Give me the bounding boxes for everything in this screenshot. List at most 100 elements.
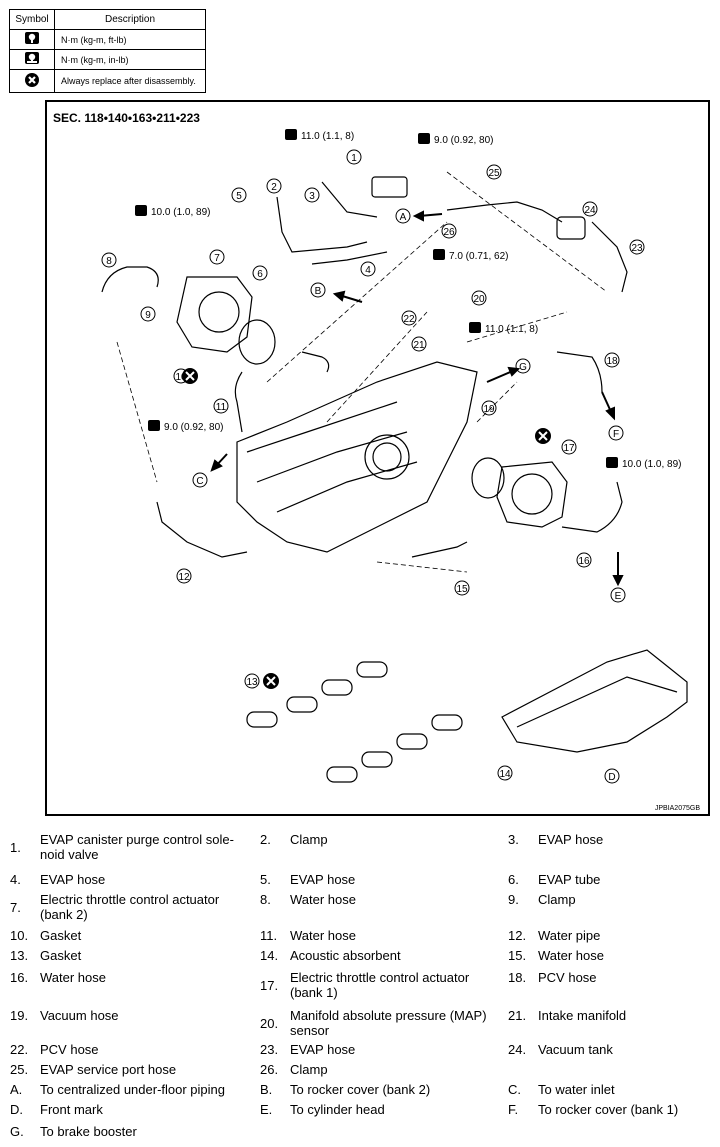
torque-callout-3: 10.0 (1.0, 89) [135, 205, 210, 218]
callout-8: 8 [106, 256, 112, 267]
torque-wrench-inlb-icon [25, 52, 39, 64]
legend-number: 18. [508, 970, 527, 985]
symbol-desc-ftlb: N·m (kg-m, ft-lb) [54, 29, 206, 50]
legend-item: 20.Manifold absolute pressure (MAP) sens… [250, 1008, 495, 1038]
legend-text: Water hose [290, 928, 356, 943]
legend-text: EVAP hose [290, 1042, 356, 1057]
legend-item: 19.Vacuum hose [0, 1008, 245, 1023]
legend-text: EVAP service port hose [40, 1062, 177, 1077]
legend-number: 24. [508, 1042, 527, 1057]
callout-3: 3 [309, 191, 315, 202]
legend-number: 21. [508, 1008, 527, 1023]
legend-text: To rocker cover (bank 1) [538, 1102, 679, 1117]
legend-number: 26. [260, 1062, 279, 1077]
torque-callout-4: 7.0 (0.71, 62) [433, 249, 508, 262]
callout-9: 9 [145, 310, 151, 321]
throttle-body-bank2 [176, 276, 253, 353]
legend-number: 12. [508, 928, 527, 943]
letter-F: F [613, 429, 619, 440]
gasket-set-13 [246, 661, 463, 783]
legend-text: Clamp [290, 1062, 328, 1077]
callout-12: 12 [178, 572, 190, 583]
legend-text: Gasket [40, 928, 82, 943]
legend-number: 9. [508, 892, 519, 907]
letter-C: C [196, 476, 203, 487]
callout-21: 21 [413, 340, 425, 351]
letter-G: G [519, 362, 527, 373]
section-title: SEC. 118•140•163•211•223 [53, 111, 200, 125]
legend-text: EVAP hose [40, 872, 106, 887]
torque-wrench-ftlb-icon [25, 32, 39, 44]
symbol-table: Symbol Description N·m (kg-m, ft-lb) N·m… [9, 9, 206, 93]
legend-number: 6. [508, 872, 519, 887]
symbol-desc-inlb: N·m (kg-m, in-lb) [54, 49, 206, 70]
legend-number: D. [10, 1102, 23, 1117]
vacuum-tank [556, 216, 586, 240]
legend-item: 22.PCV hose [0, 1042, 245, 1057]
legend-item: 14. Acoustic absorbent [250, 948, 495, 963]
legend-number: 16. [10, 970, 29, 985]
legend-item: D.Front mark [0, 1102, 245, 1117]
legend-item: 6. EVAP tube [498, 872, 720, 887]
legend-number: 14. [260, 948, 279, 963]
legend-number: 20. [260, 1015, 279, 1031]
legend-text: Intake manifold [538, 1008, 627, 1023]
legend-number: 13. [10, 948, 29, 963]
legend-number: E. [260, 1102, 273, 1117]
callout-23: 23 [631, 243, 643, 254]
callout-15: 15 [456, 584, 468, 595]
legend-item: 12. Water pipe [498, 928, 720, 943]
legend-text: Electric throttle control actuator (bank… [290, 970, 470, 1000]
legend-text: PCV hose [538, 970, 597, 985]
callout-24: 24 [584, 205, 596, 216]
callout-26: 26 [443, 227, 455, 238]
legend-item: 4. EVAP hose [0, 872, 245, 887]
throttle-body-bank1 [496, 461, 568, 528]
callout-11: 11 [216, 402, 227, 413]
letter-callouts: A B C D E F G [192, 208, 626, 784]
legend-number: 22. [10, 1042, 29, 1057]
callout-20: 20 [473, 294, 485, 305]
legend-item: F. To rocker cover (bank 1) [498, 1102, 720, 1117]
legend-text: Acoustic absorbent [290, 948, 401, 963]
legend-text: EVAP hose [538, 832, 604, 847]
legend-item: 7.Electric throttle control actuator (ba… [0, 892, 245, 922]
svg-text:11.0 (1.1, 8): 11.0 (1.1, 8) [485, 324, 538, 335]
legend-number: 11. [260, 928, 278, 943]
legend-number: 15. [508, 948, 527, 963]
legend-item: 23.EVAP hose [250, 1042, 495, 1057]
intake-manifold-body [236, 361, 478, 553]
legend-text: To rocker cover (bank 2) [290, 1082, 431, 1097]
legend-item: C.To water inlet [498, 1082, 720, 1097]
legend-item: G.To brake booster [0, 1124, 245, 1139]
legend-text: EVAP canister purge control sole-noid va… [40, 832, 234, 862]
figure-ref-code: JPBIA2075GB [654, 805, 700, 812]
legend-item: 3.EVAP hose [498, 832, 720, 847]
symbol-desc-replace: Always replace after disassembly. [54, 69, 206, 93]
legend-number: 8. [260, 892, 271, 907]
legend-item: B. To rocker cover (bank 2) [250, 1082, 495, 1097]
legend-text: To water inlet [538, 1082, 615, 1097]
legend-item: 25.EVAP service port hose [0, 1062, 245, 1077]
legend-text: Electric throttle control actuator (bank… [40, 892, 220, 922]
callout-7: 7 [214, 253, 220, 264]
letter-D: D [608, 772, 615, 783]
callout-19: 19 [483, 404, 495, 415]
legend-item: 5.EVAP hose [250, 872, 495, 887]
legend-text: To centralized under-floor piping [40, 1082, 225, 1097]
svg-text:7.0 (0.71, 62): 7.0 (0.71, 62) [449, 251, 508, 262]
legend-number: B. [260, 1082, 273, 1097]
torque-callout-2: 9.0 (0.92, 80) [418, 133, 493, 146]
legend-number: 19. [10, 1008, 29, 1023]
legend-item: 9.Clamp [498, 892, 720, 907]
legend-number: 4. [10, 872, 21, 887]
legend-text: EVAP tube [538, 872, 601, 887]
legend-text: Water pipe [538, 928, 601, 943]
legend-text: To brake booster [40, 1124, 137, 1139]
callout-14: 14 [499, 769, 511, 780]
replace-markers [182, 368, 551, 689]
callout-4: 4 [365, 265, 371, 276]
legend-number: 5. [260, 872, 271, 887]
legend-number: F. [508, 1102, 519, 1117]
torque-callouts: 11.0 (1.1, 8) 9.0 (0.92, 80) 10.0 (1.0, … [135, 129, 681, 470]
